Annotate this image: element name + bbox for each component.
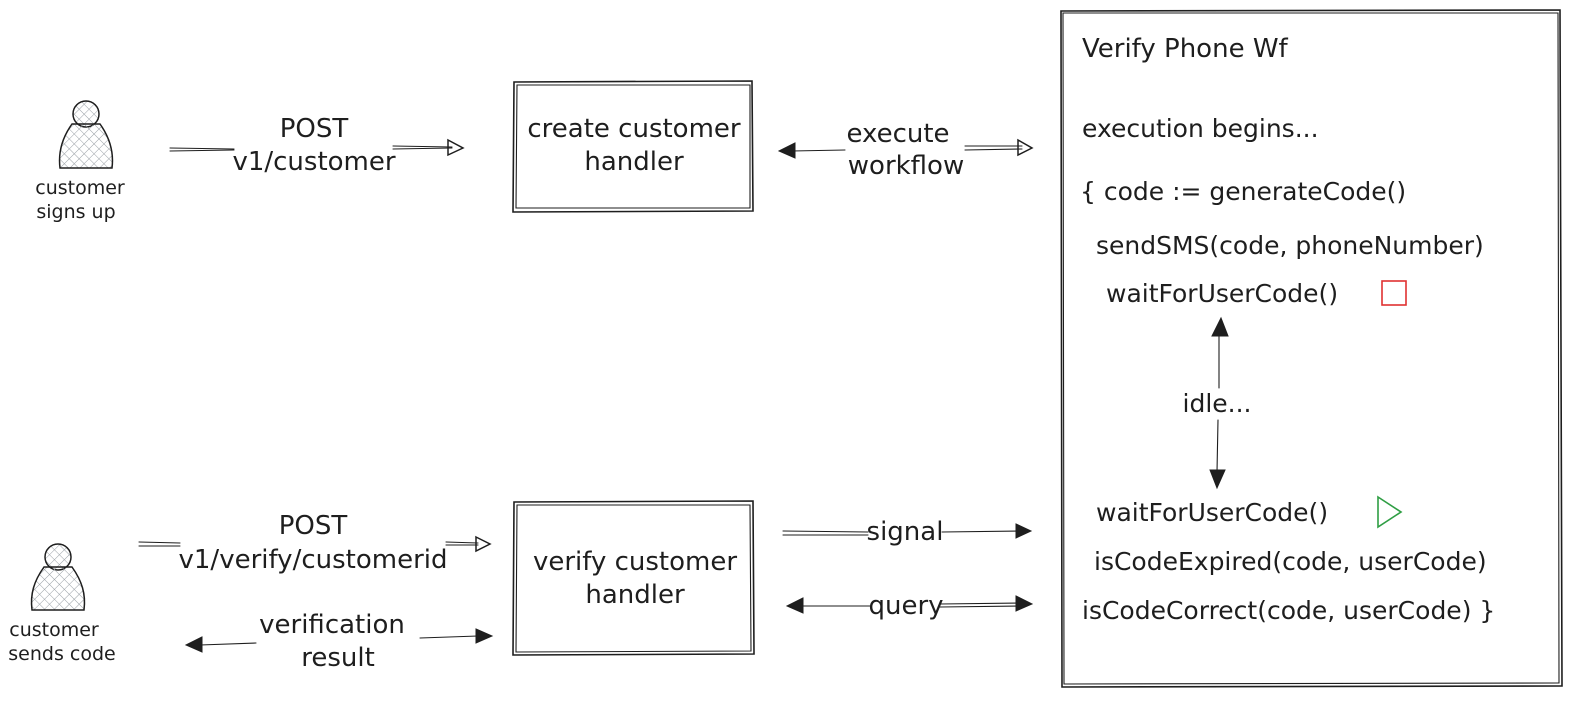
arrow-label: query [868, 591, 943, 621]
verify-phone-workflow-panel: Verify Phone Wf execution begins... { co… [1060, 9, 1563, 688]
person-icon-body [58, 123, 114, 169]
execute-workflow-arrow: execute workflow [777, 119, 1034, 181]
arrow-label-line1: verification [259, 610, 405, 640]
idle-arrow: idle... [1183, 316, 1252, 490]
person-icon-head [44, 543, 72, 571]
actor-label-line1: customer [9, 619, 99, 641]
signal-arrow: signal [782, 517, 1033, 547]
workflow-title: Verify Phone Wf [1082, 34, 1289, 64]
create-customer-handler: create customer handler [512, 80, 754, 213]
query-arrow: query [785, 591, 1034, 621]
actor-label-line2: signs up [36, 201, 115, 223]
code-line-wait-resumed: waitForUserCode() [1096, 498, 1328, 527]
stop-icon [1381, 280, 1407, 306]
arrow-label-line2: v1/customer [232, 147, 395, 177]
handler-label-line2: handler [585, 580, 685, 610]
play-icon [1377, 495, 1403, 529]
actor-label-line2: sends code [8, 643, 115, 665]
post-customer-arrow: POST v1/customer [169, 114, 465, 177]
customer-sendcode-actor: customer sends code [8, 543, 116, 665]
arrow-label-line1: execute [846, 119, 949, 149]
verification-result-arrow: verification result [184, 610, 494, 673]
handler-label-line1: verify customer [533, 547, 737, 577]
verify-customer-handler: verify customer handler [512, 500, 755, 656]
arrow-label: signal [867, 517, 944, 547]
arrow-label-line2: workflow [848, 151, 964, 181]
arrow-label-line2: v1/verify/customerid [179, 545, 448, 575]
person-icon-body [30, 566, 86, 611]
code-line-sendsms: sendSMS(code, phoneNumber) [1096, 231, 1484, 260]
arrow-label-line1: POST [279, 511, 348, 541]
post-verify-arrow: POST v1/verify/customerid [138, 511, 492, 575]
arrow-label-line1: POST [280, 114, 349, 144]
idle-label: idle... [1183, 389, 1252, 418]
code-line-generate: { code := generateCode() [1080, 177, 1406, 206]
code-line-correct: isCodeCorrect(code, userCode) } [1082, 596, 1495, 625]
code-line-expired: isCodeExpired(code, userCode) [1094, 547, 1487, 576]
handler-label-line1: create customer [527, 114, 741, 144]
workflow-begin: execution begins... [1082, 114, 1319, 143]
person-icon-head [72, 100, 100, 128]
code-line-wait-paused: waitForUserCode() [1106, 279, 1338, 308]
handler-label-line2: handler [584, 147, 684, 177]
actor-label-line1: customer [35, 177, 125, 199]
arrow-label-line2: result [301, 643, 375, 673]
customer-signup-actor: customer signs up [35, 100, 125, 223]
